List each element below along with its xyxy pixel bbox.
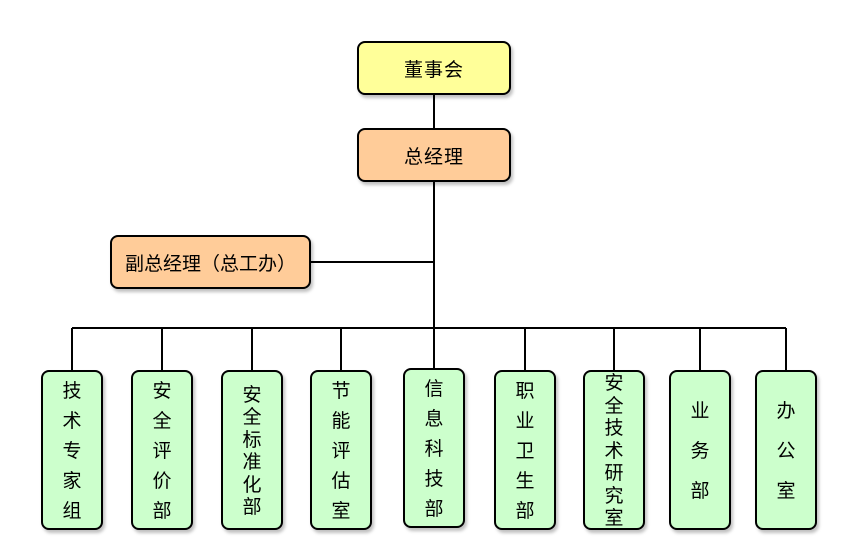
department-label: 安全标准化部 [242, 383, 262, 519]
deputy-general-manager-label: 副总经理（总工办） [124, 252, 296, 275]
department-label: 信息科技部 [424, 378, 444, 520]
department-box: 职业卫生部 [494, 370, 556, 530]
board-label: 董事会 [403, 58, 464, 81]
department-box: 安全技术研究室 [583, 370, 645, 530]
department-box: 信息科技部 [403, 368, 465, 528]
department-box: 办公室 [755, 370, 817, 530]
general-manager-box: 总经理 [357, 128, 511, 182]
department-box: 技术专家组 [41, 370, 103, 530]
board-box: 董事会 [357, 41, 511, 95]
department-label: 技术专家组 [62, 380, 82, 522]
department-label: 节能评估室 [331, 380, 351, 522]
department-box: 安全评价部 [131, 370, 193, 530]
deputy-general-manager-box: 副总经理（总工办） [110, 235, 311, 289]
department-label: 办公室 [776, 400, 796, 502]
department-box: 安全标准化部 [221, 370, 283, 530]
general-manager-label: 总经理 [403, 145, 464, 168]
department-box: 业务部 [669, 370, 731, 530]
department-label: 职业卫生部 [515, 380, 535, 522]
department-label: 业务部 [690, 400, 710, 502]
department-box: 节能评估室 [310, 370, 372, 530]
department-label: 安全评价部 [152, 380, 172, 522]
department-label: 安全技术研究室 [604, 372, 624, 530]
